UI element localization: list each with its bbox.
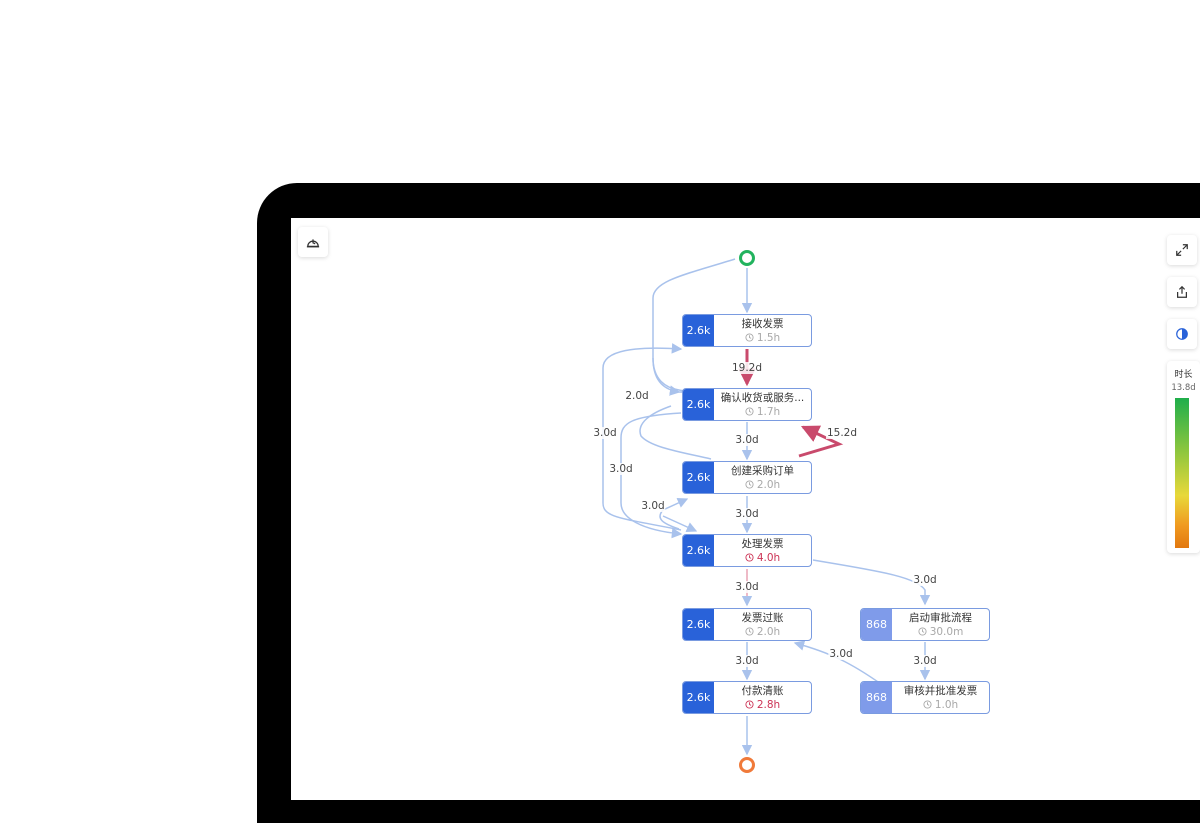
node-duration: 30.0m: [918, 625, 963, 639]
timer-icon: [306, 239, 320, 248]
start-node[interactable]: [739, 250, 755, 266]
legend-title: 时长: [1174, 370, 1193, 380]
edge-label-n2-n3: 3.0d: [734, 434, 760, 446]
node-count: 868: [861, 609, 892, 640]
legend-max-value: 13.8d: [1171, 383, 1196, 393]
node-count: 2.6k: [683, 609, 714, 640]
clock-icon: [745, 480, 754, 489]
node-count: 868: [861, 682, 892, 713]
clock-icon: [923, 700, 932, 709]
node-name: 创建采购订单: [731, 464, 794, 477]
legend-color-bar: [1175, 398, 1189, 548]
edge-label-n3-n2: 15.2d: [825, 427, 859, 439]
contrast-button[interactable]: [1167, 319, 1197, 349]
clock-icon: [918, 627, 927, 636]
expand-icon: [1176, 244, 1188, 256]
end-node[interactable]: [739, 757, 755, 773]
export-icon: [1177, 285, 1187, 298]
edge-label-n4-n1: 3.0d: [592, 427, 618, 439]
node-duration: 4.0h: [745, 551, 780, 565]
edge-label-n8-n5: 3.0d: [828, 648, 854, 660]
timer-button[interactable]: [298, 227, 328, 257]
activity-node-n7[interactable]: 868 启动审批流程 30.0m: [860, 608, 990, 641]
clock-icon: [745, 333, 754, 342]
duration-legend: 时长 13.8d: [1167, 361, 1200, 553]
node-duration: 1.7h: [745, 405, 780, 419]
edge-label-start-n2: 2.0d: [624, 390, 650, 402]
activity-node-n1[interactable]: 2.6k 接收发票 1.5h: [682, 314, 812, 347]
edge-n3-n2[interactable]: [798, 425, 844, 458]
clock-icon: [745, 700, 754, 709]
edge-label-n4-n5: 3.0d: [734, 581, 760, 593]
node-count: 2.6k: [683, 682, 714, 713]
node-name: 启动审批流程: [909, 611, 972, 624]
activity-node-n3[interactable]: 2.6k 创建采购订单 2.0h: [682, 461, 812, 494]
edge-label-n7-n8: 3.0d: [912, 655, 938, 667]
node-name: 处理发票: [741, 537, 784, 550]
clock-icon: [745, 407, 754, 416]
activity-node-n6[interactable]: 2.6k 付款清账 2.8h: [682, 681, 812, 714]
activity-node-n4[interactable]: 2.6k 处理发票 4.0h: [682, 534, 812, 567]
edge-n4-n7[interactable]: [812, 559, 931, 606]
clock-icon: [745, 553, 754, 562]
edge-label-n4-n7: 3.0d: [912, 574, 938, 586]
node-count: 2.6k: [683, 315, 714, 346]
node-name: 发票过账: [741, 611, 784, 624]
node-name: 付款清账: [741, 684, 784, 697]
edge-label-n1-n2: 19.2d: [730, 362, 764, 374]
contrast-icon: [1176, 328, 1188, 340]
expand-button[interactable]: [1167, 235, 1197, 265]
node-name: 审核并批准发票: [903, 684, 978, 697]
node-duration: 2.8h: [745, 698, 780, 712]
node-count: 2.6k: [683, 462, 714, 493]
edge-label-n4-n3: 3.0d: [640, 500, 666, 512]
export-button[interactable]: [1167, 277, 1197, 307]
node-duration: 1.0h: [923, 698, 958, 712]
activity-node-n2[interactable]: 2.6k 确认收货或服务... 1.7h: [682, 388, 812, 421]
node-name: 确认收货或服务...: [720, 391, 805, 404]
edge-label-n3-n4: 3.0d: [734, 508, 760, 520]
node-count: 2.6k: [683, 535, 714, 566]
edge-label-n5-n6: 3.0d: [734, 655, 760, 667]
clock-icon: [745, 627, 754, 636]
edge-label-n2-n4: 3.0d: [608, 463, 634, 475]
node-duration: 2.0h: [745, 625, 780, 639]
node-duration: 1.5h: [745, 331, 780, 345]
node-count: 2.6k: [683, 389, 714, 420]
activity-node-n8[interactable]: 868 审核并批准发票 1.0h: [860, 681, 990, 714]
process-graph: [602, 250, 931, 773]
edge-n3-n4-side[interactable]: [662, 515, 698, 532]
process-map-canvas[interactable]: 2.6k 接收发票 1.5h 2.6k 确认收货或服务... 1.7h 2.6k…: [291, 218, 1200, 800]
node-name: 接收发票: [741, 317, 784, 330]
activity-node-n5[interactable]: 2.6k 发票过账 2.0h: [682, 608, 812, 641]
node-duration: 2.0h: [745, 478, 780, 492]
